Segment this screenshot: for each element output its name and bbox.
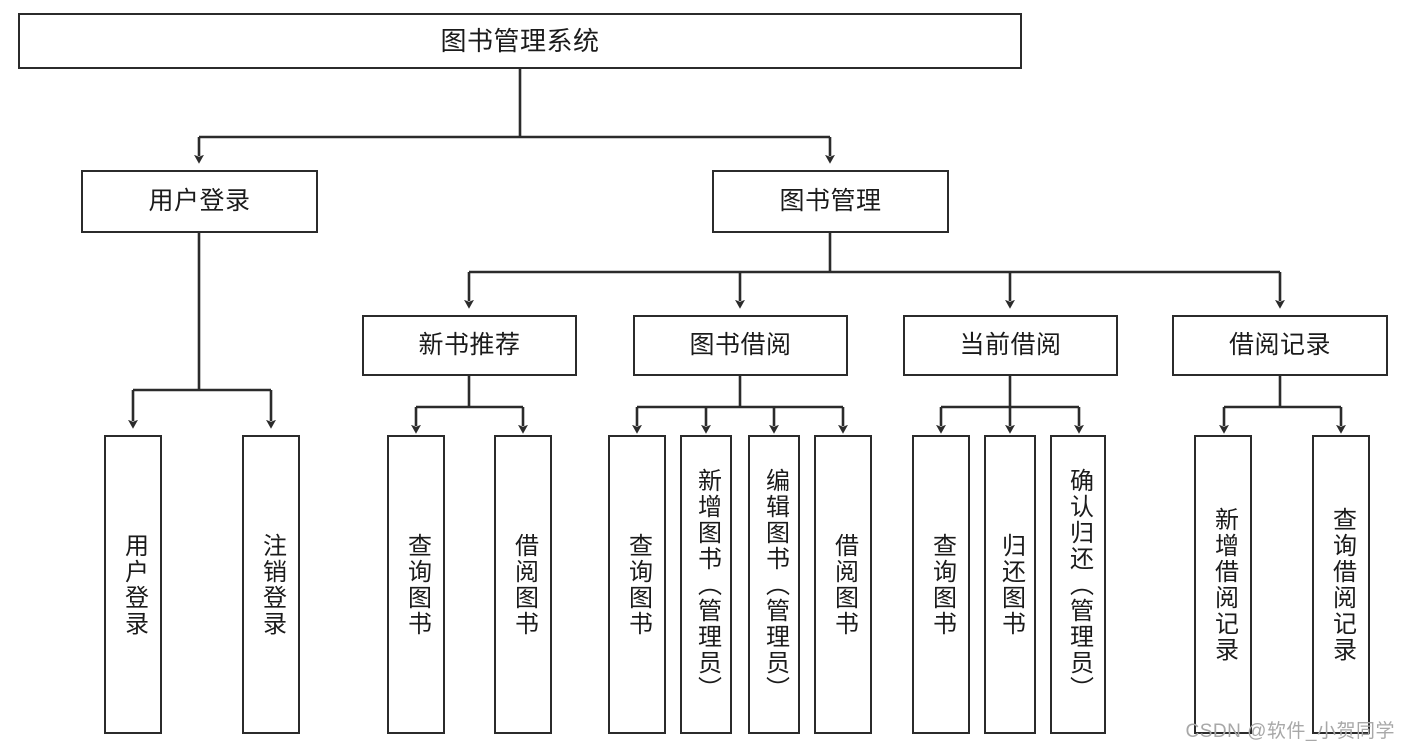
node-user-login-label: 用户登录: [148, 186, 251, 215]
node-book-borrow-label: 图书借阅: [689, 330, 792, 359]
node-leaf-query-borrow-record-label: 查询借阅记录: [1328, 506, 1356, 663]
node-leaf-query-book-3-label: 查询图书: [928, 532, 956, 637]
edge-group-new-book-recommend: [411, 376, 528, 434]
node-leaf-edit-book-admin-label: 编辑图书（管理员）: [761, 467, 789, 702]
edge-group-book-manage: [464, 233, 1285, 309]
node-root-label: 图书管理系统: [440, 25, 600, 56]
node-leaf-query-book-1-label: 查询图书: [403, 532, 431, 637]
node-borrow-record[interactable]: 借阅记录: [1172, 315, 1388, 376]
node-leaf-query-book-1[interactable]: 查询图书: [387, 435, 445, 734]
node-borrow-record-label: 借阅记录: [1228, 330, 1331, 359]
node-leaf-add-borrow-record[interactable]: 新增借阅记录: [1194, 435, 1252, 734]
node-leaf-add-book-admin[interactable]: 新增图书（管理员）: [680, 435, 732, 734]
node-leaf-user-login-label: 用户登录: [120, 532, 148, 637]
node-leaf-query-book-2-label: 查询图书: [624, 532, 652, 637]
node-leaf-borrow-book-1[interactable]: 借阅图书: [494, 435, 552, 734]
node-leaf-borrow-book-2-label: 借阅图书: [830, 532, 858, 637]
edge-group-user-login: [128, 233, 276, 429]
node-book-manage-label: 图书管理: [779, 186, 882, 215]
node-current-borrow-label: 当前借阅: [959, 330, 1062, 359]
node-leaf-logout-login-label: 注销登录: [258, 532, 286, 637]
node-leaf-return-book-label: 归还图书: [997, 532, 1025, 637]
node-leaf-confirm-return-admin[interactable]: 确认归还（管理员）: [1050, 435, 1106, 734]
node-leaf-borrow-book-1-label: 借阅图书: [510, 532, 538, 637]
node-leaf-query-borrow-record[interactable]: 查询借阅记录: [1312, 435, 1370, 734]
node-leaf-confirm-return-admin-label: 确认归还（管理员）: [1065, 467, 1093, 702]
edge-group-current-borrow: [936, 376, 1084, 434]
node-leaf-borrow-book-2[interactable]: 借阅图书: [814, 435, 872, 734]
node-leaf-edit-book-admin[interactable]: 编辑图书（管理员）: [748, 435, 800, 734]
node-current-borrow[interactable]: 当前借阅: [903, 315, 1118, 376]
node-leaf-return-book[interactable]: 归还图书: [984, 435, 1036, 734]
node-user-login[interactable]: 用户登录: [81, 170, 318, 233]
node-book-borrow[interactable]: 图书借阅: [633, 315, 848, 376]
edge-group-book-borrow: [632, 376, 848, 434]
node-new-book-recommend[interactable]: 新书推荐: [362, 315, 577, 376]
node-leaf-user-login[interactable]: 用户登录: [104, 435, 162, 734]
node-leaf-add-book-admin-label: 新增图书（管理员）: [693, 467, 721, 702]
edge-group-root: [194, 69, 835, 164]
node-new-book-recommend-label: 新书推荐: [418, 330, 521, 359]
edge-group-borrow-record: [1219, 376, 1346, 434]
node-leaf-logout-login[interactable]: 注销登录: [242, 435, 300, 734]
node-root[interactable]: 图书管理系统: [18, 13, 1022, 69]
node-leaf-query-book-2[interactable]: 查询图书: [608, 435, 666, 734]
node-leaf-query-book-3[interactable]: 查询图书: [912, 435, 970, 734]
node-book-manage[interactable]: 图书管理: [712, 170, 949, 233]
node-leaf-add-borrow-record-label: 新增借阅记录: [1210, 506, 1238, 663]
